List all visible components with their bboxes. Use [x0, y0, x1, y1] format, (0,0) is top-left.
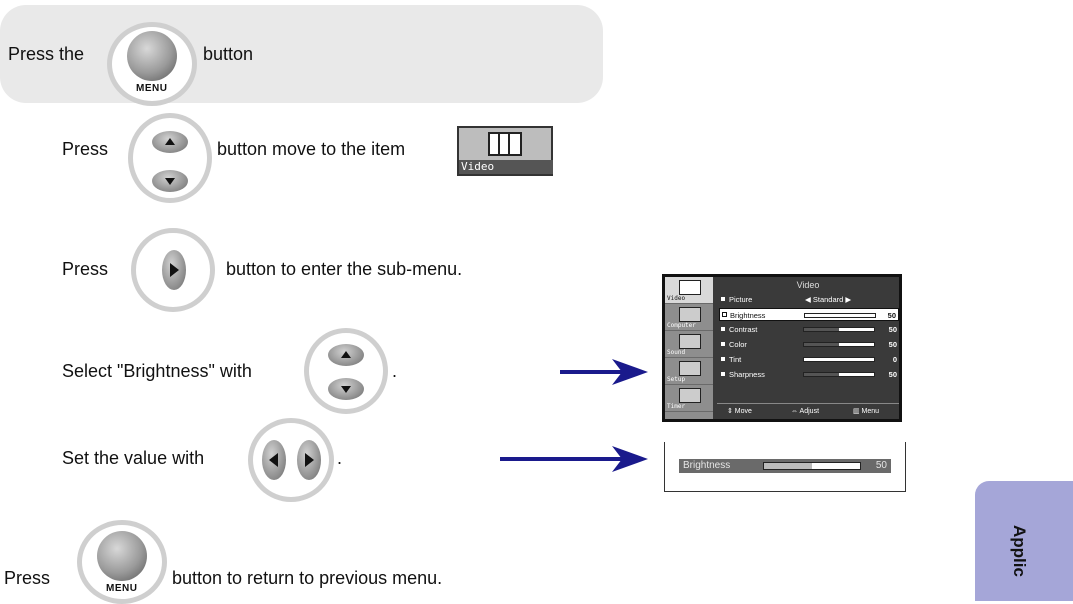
osd-side-timer: Timer: [665, 385, 713, 412]
video-icon: [679, 280, 701, 295]
step2-text-post: button move to the item: [217, 139, 406, 159]
osd-row-tint: Tint 0: [719, 353, 899, 366]
section-tab: Applic: [975, 481, 1073, 601]
right-arrow-icon: [297, 440, 321, 480]
step6-text-post: button to return to previous menu.: [172, 568, 443, 588]
step3-text-pre: Press: [62, 259, 109, 279]
brightness-adjust-panel: Brightness 50: [664, 442, 906, 492]
osd-title: Video: [796, 280, 820, 290]
osd-side-setup: Setup: [665, 358, 713, 385]
osd-row-sharpness: Sharpness 50: [719, 368, 899, 381]
osd-row-value: 0: [892, 355, 897, 364]
step5-text-post: .: [337, 448, 343, 468]
osd-footer-move: ⇕ Move: [727, 408, 752, 415]
step1-text-post: button: [203, 44, 254, 64]
up-down-button-2[interactable]: [304, 328, 388, 414]
step1-panel: [0, 5, 603, 103]
up-arrow-icon: [152, 131, 188, 153]
osd-row-name: Picture: [729, 295, 753, 304]
osd-row-gauge: [803, 357, 875, 362]
osd-row-value: 50: [887, 311, 896, 320]
osd-side-video: Video: [665, 277, 713, 304]
brightness-bar: Brightness 50: [679, 459, 891, 473]
osd-row-value: 50: [888, 370, 897, 379]
bullet-icon: [721, 327, 725, 331]
osd-row-name: Sharpness: [729, 370, 765, 379]
step4-text-pre: Select "Brightness" with: [62, 361, 252, 381]
osd-row-value: 50: [888, 340, 897, 349]
step1-text-pre: Press the: [8, 44, 85, 64]
osd-row-picture-mode: ◀ Standard ▶: [805, 295, 852, 304]
bullet-icon: [721, 372, 725, 376]
menu-label: MENU: [136, 83, 168, 94]
menu-ball-icon: [127, 31, 177, 81]
computer-icon: [679, 307, 701, 322]
video-menu-thumbnail: Video: [457, 126, 553, 176]
osd-row-gauge: [804, 313, 876, 318]
menu-ball-icon: [97, 531, 147, 581]
up-arrow-icon: [328, 344, 364, 366]
osd-row-name: Color: [729, 340, 747, 349]
step6-text-pre: Press: [4, 568, 51, 588]
down-arrow-icon: [328, 378, 364, 400]
left-right-button[interactable]: [248, 418, 334, 502]
step3-text-post: button to enter the sub-menu.: [226, 259, 463, 279]
right-arrow-icon: [162, 250, 186, 290]
osd-row-contrast: Contrast 50: [719, 323, 899, 336]
timer-icon: [679, 388, 701, 403]
osd-row-gauge: [803, 372, 875, 377]
osd-side-computer: Computer: [665, 304, 713, 331]
osd-footer-adjust: ⇔ Adjust: [791, 408, 820, 415]
right-button[interactable]: [131, 228, 215, 312]
bullet-icon: [721, 297, 725, 301]
video-thumb-label: Video: [459, 160, 553, 174]
osd-row-gauge: [803, 342, 875, 347]
step5-text-pre: Set the value with: [62, 448, 205, 468]
osd-footer: ⇕ Move ⇔ Adjust ▥ Menu: [717, 403, 899, 419]
arrow-right-icon: [560, 359, 648, 385]
menu-button-2[interactable]: MENU: [77, 520, 167, 604]
osd-sidebar: Video Computer Sound Setup Timer: [665, 277, 713, 419]
setup-icon: [679, 361, 701, 376]
osd-row-brightness: Brightness 50: [719, 308, 899, 321]
arrow-right-icon: [500, 446, 648, 472]
osd-row-name: Brightness: [730, 311, 766, 320]
osd-row-name: Tint: [729, 355, 742, 364]
up-down-button[interactable]: [128, 113, 212, 203]
bullet-icon: [721, 357, 725, 361]
osd-row-gauge: [803, 327, 875, 332]
brightness-gauge: [763, 462, 861, 470]
section-tab-label: Applic: [1010, 525, 1029, 577]
osd-row-name: Contrast: [729, 325, 758, 334]
osd-row-color: Color 50: [719, 338, 899, 351]
screen-icon: [488, 132, 522, 156]
brightness-value: 50: [875, 460, 887, 471]
osd-footer-menu: ▥ Menu: [853, 408, 880, 415]
brightness-label: Brightness: [683, 460, 731, 471]
menu-button[interactable]: MENU: [107, 22, 197, 106]
step2-text-pre: Press: [62, 139, 109, 159]
menu-label: MENU: [106, 583, 138, 594]
step4-text-post: .: [392, 361, 398, 381]
bullet-icon: [722, 312, 727, 317]
down-arrow-icon: [152, 170, 188, 192]
osd-row-value: 50: [888, 325, 897, 334]
left-arrow-icon: [262, 440, 286, 480]
osd-side-sound: Sound: [665, 331, 713, 358]
speaker-icon: [679, 334, 701, 349]
video-osd-menu: Video Computer Sound Setup Timer Video P…: [662, 274, 902, 422]
osd-row-picture: Picture ◀ Standard ▶: [719, 293, 899, 306]
bullet-icon: [721, 342, 725, 346]
